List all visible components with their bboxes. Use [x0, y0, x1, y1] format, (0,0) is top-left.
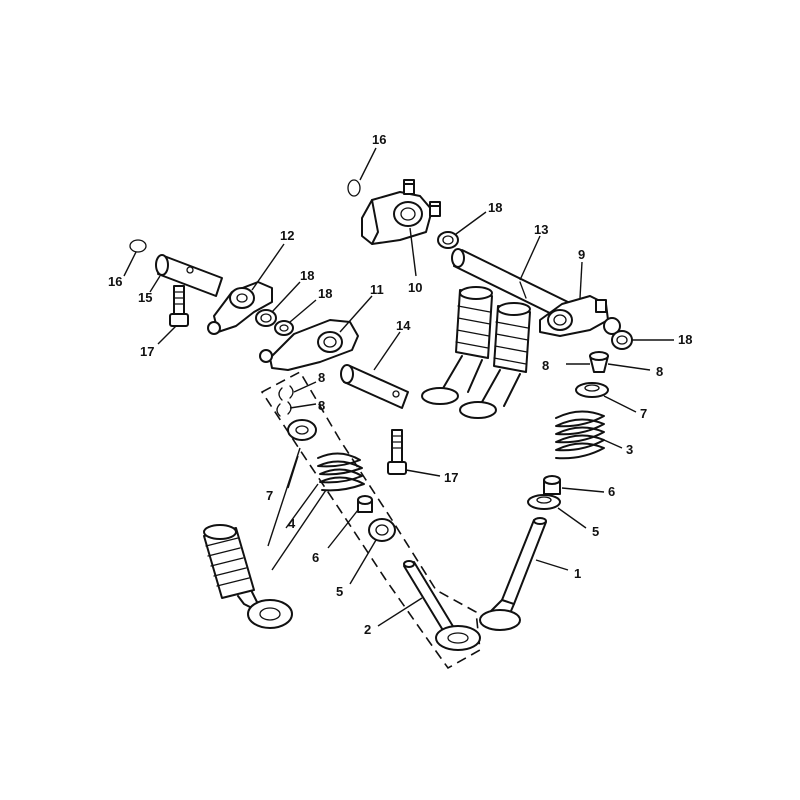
- callout-15: 15: [138, 290, 152, 305]
- seat-5-left: [368, 518, 396, 542]
- callout-13: 13: [534, 222, 548, 237]
- callout-10: 10: [408, 280, 422, 295]
- rocker-arm-9: [539, 295, 621, 337]
- rocker-arm-12: [207, 281, 273, 335]
- callout-17-center: 17: [444, 470, 458, 485]
- washer-18-right: [611, 330, 633, 350]
- washer-18-left-a: [255, 309, 277, 327]
- leader-lines: [123, 147, 674, 627]
- callout-5-right: 5: [592, 524, 599, 539]
- callout-6-right: 6: [608, 484, 615, 499]
- washer-18-top: [437, 231, 459, 249]
- center-valve-pair: [421, 286, 531, 419]
- washer-18-left-b: [274, 320, 294, 336]
- callout-18-left-b: 18: [318, 286, 332, 301]
- callout-2: 2: [364, 622, 371, 637]
- o-ring-16-top: [347, 179, 361, 197]
- callout-1: 1: [574, 566, 581, 581]
- retainer-7-right: [575, 382, 609, 398]
- callout-16-left: 16: [108, 274, 122, 289]
- callout-8-left-a: 8: [318, 370, 325, 385]
- callout-3: 3: [626, 442, 633, 457]
- spring-4-left: [317, 452, 365, 492]
- callout-16-top: 16: [372, 132, 386, 147]
- rocker-arm-11: [259, 319, 359, 371]
- callout-14: 14: [396, 318, 411, 333]
- callout-4: 4: [288, 516, 296, 531]
- rocker-arm-10: [347, 179, 441, 245]
- cotter-8-left: [276, 385, 294, 417]
- callout-5-left: 5: [336, 584, 343, 599]
- callout-18-top: 18: [488, 200, 502, 215]
- valve-1: [479, 517, 547, 631]
- callout-12: 12: [280, 228, 294, 243]
- seal-6-left: [357, 495, 373, 513]
- callout-8-left-b: 8: [318, 398, 325, 413]
- callout-8-right-a: 8: [542, 358, 549, 373]
- spring-3-right: [555, 410, 605, 460]
- callout-7-right: 7: [640, 406, 647, 421]
- callout-18-right: 18: [678, 332, 692, 347]
- o-ring-16-left: [129, 239, 147, 253]
- bolt-17-left: [169, 285, 189, 327]
- callout-6-left: 6: [312, 550, 319, 565]
- callout-numbers: 16 18 13 9 10 12 16 15 18 18 11 17 14 18…: [108, 132, 692, 637]
- callout-17-left: 17: [140, 344, 154, 359]
- dashed-assembly-outline: [260, 370, 481, 670]
- callout-7-left: 7: [266, 488, 273, 503]
- cotter-8-right: [589, 351, 609, 373]
- seat-5-right: [527, 494, 561, 510]
- bolt-17-center: [387, 429, 407, 475]
- callout-9: 9: [578, 247, 585, 262]
- callout-8-right-b: 8: [656, 364, 663, 379]
- retainer-7-left: [287, 419, 317, 441]
- valve-2: [403, 560, 481, 651]
- callout-11: 11: [370, 282, 384, 297]
- rocker-shaft-15: [155, 254, 223, 297]
- callout-18-left-a: 18: [300, 268, 314, 283]
- rocker-shaft-14: [340, 364, 409, 409]
- assembled-valve-left: [203, 524, 293, 629]
- seal-6-right: [543, 475, 561, 495]
